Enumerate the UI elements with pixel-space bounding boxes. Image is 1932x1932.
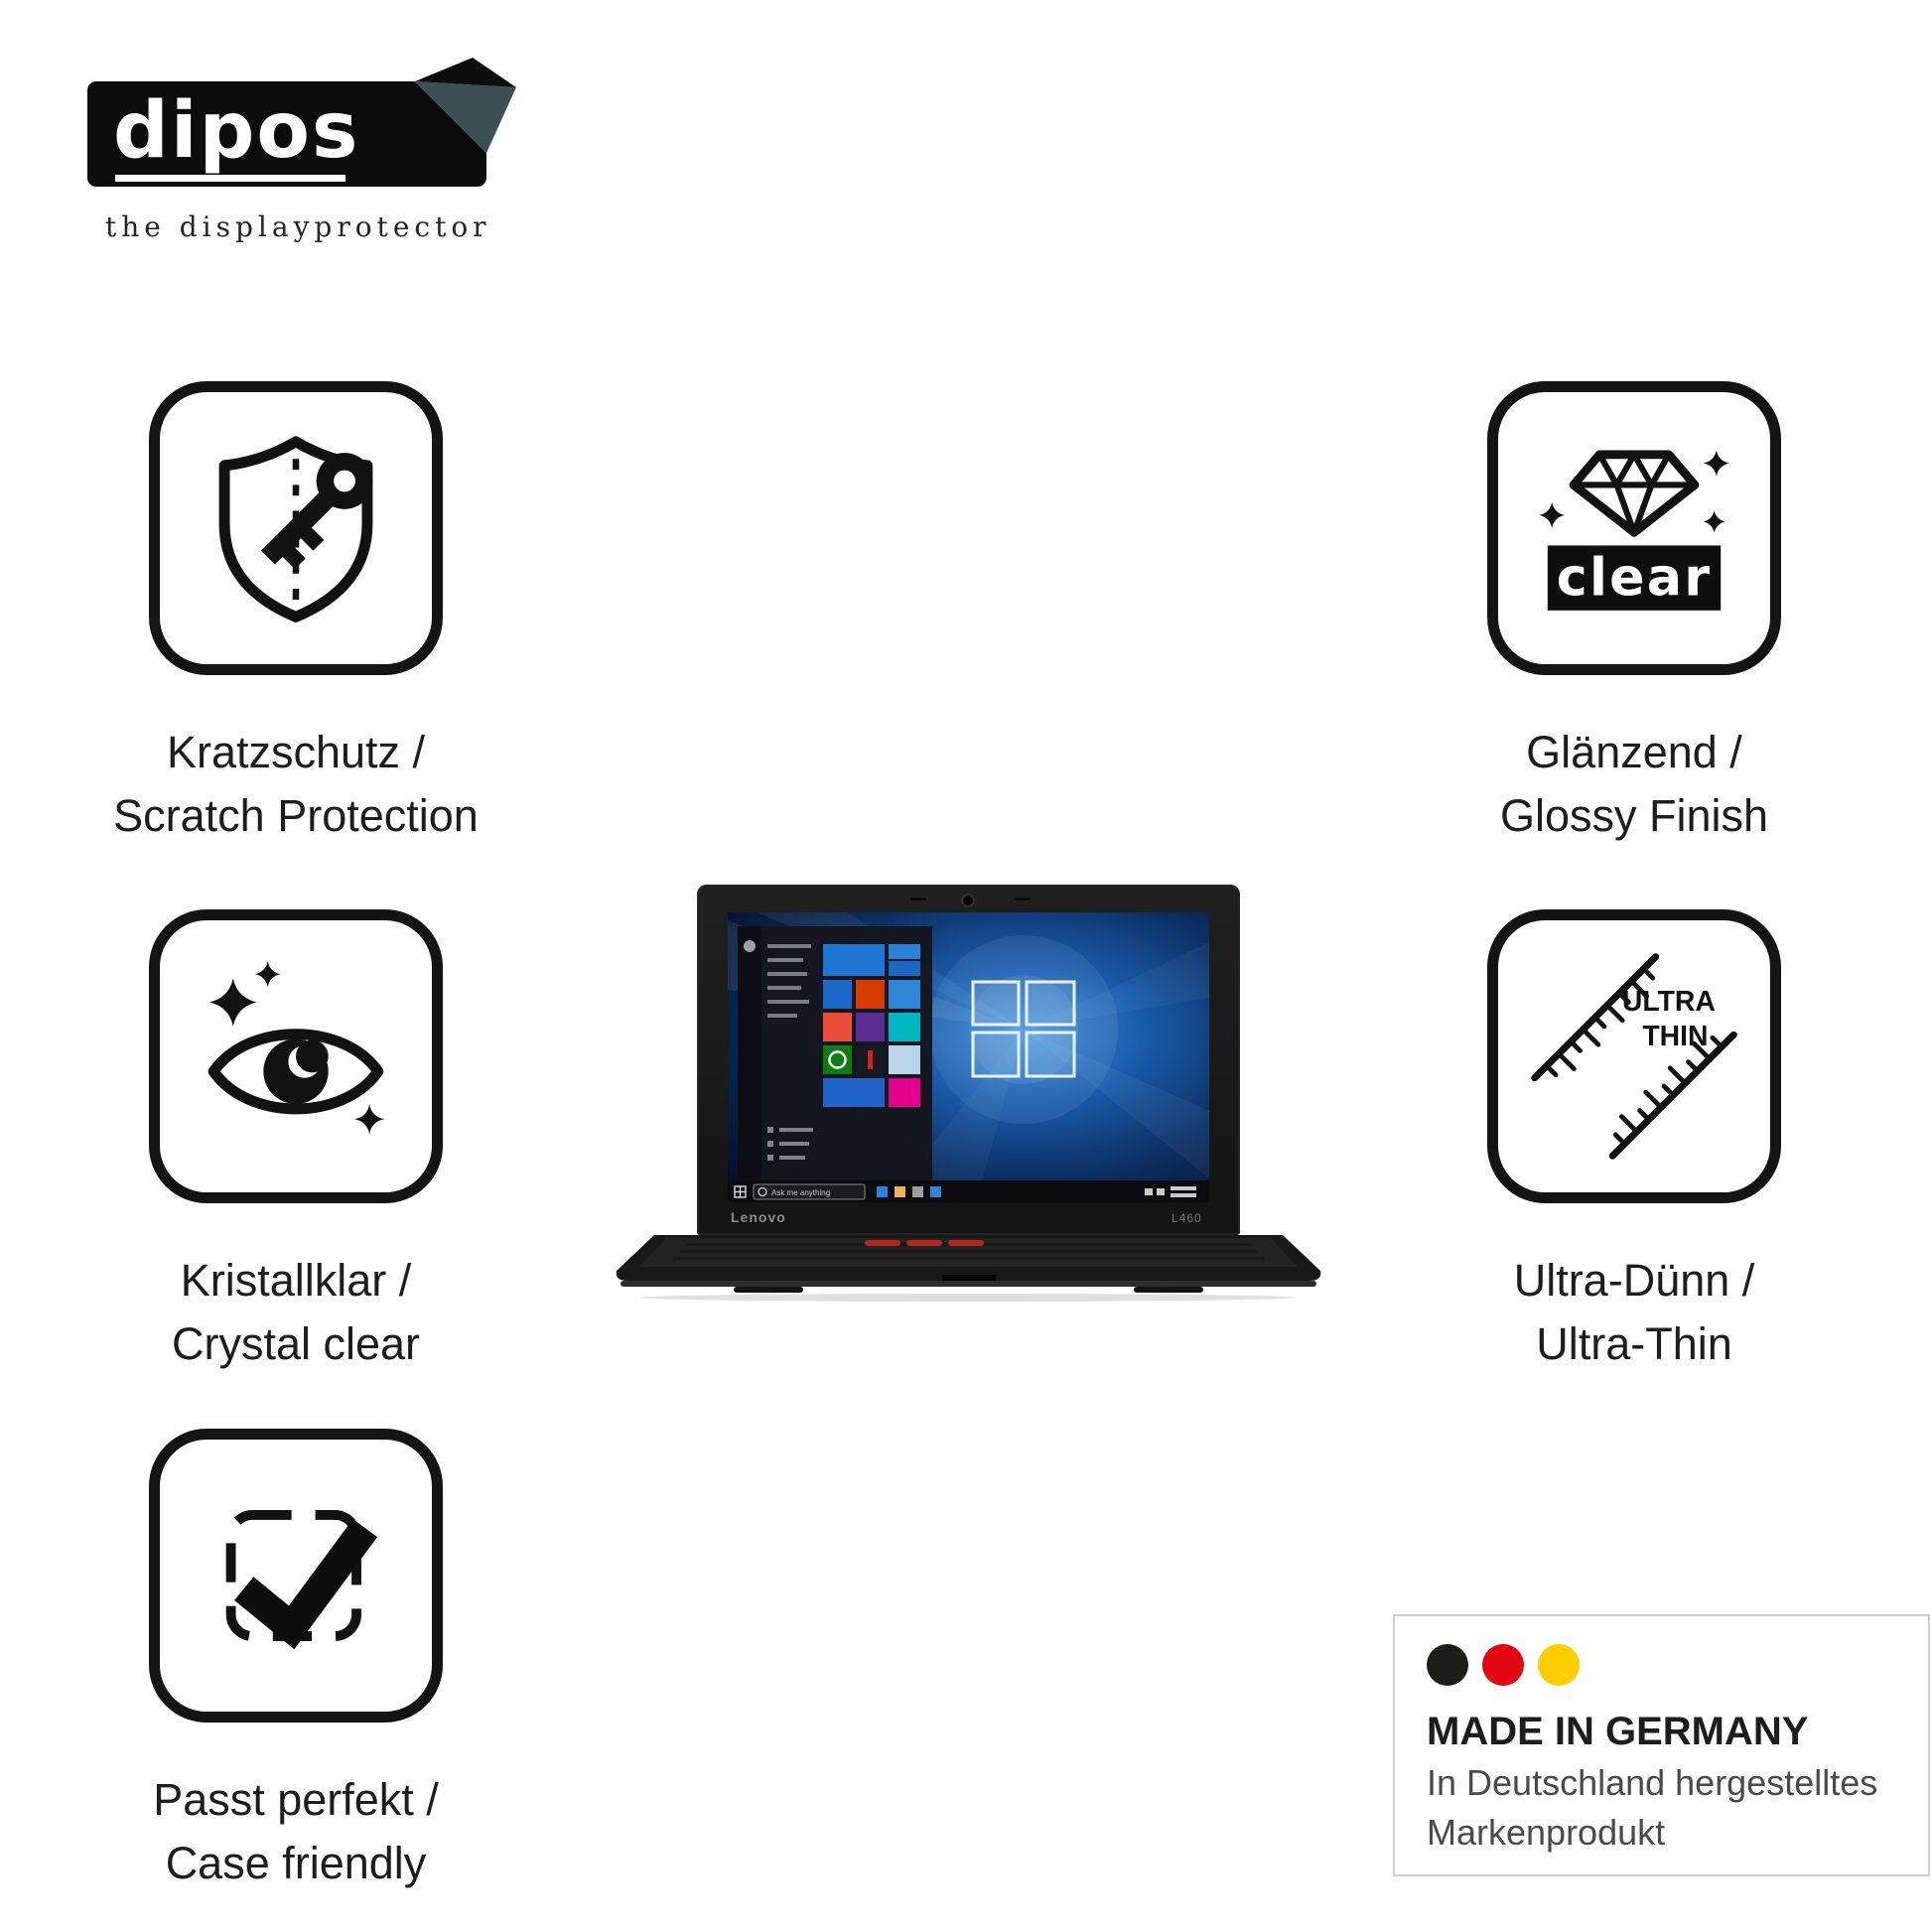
taskbar-search <box>753 1183 866 1200</box>
trackpoint-red-accents <box>865 1240 984 1246</box>
feature-label-line: Kratzschutz / <box>166 727 426 777</box>
feature-label-glossy-finish: Glänzend / Glossy Finish <box>1376 721 1892 848</box>
laptop-display: Ask me anything <box>728 912 1209 1202</box>
shield-key-icon <box>218 436 373 622</box>
made-in-title: MADE IN GERMANY <box>1427 1710 1809 1753</box>
laptop-bezel-model: L460 <box>1172 1211 1202 1225</box>
sparkle-star <box>1703 450 1729 477</box>
key-glyph <box>261 453 373 570</box>
flag-dot-gold <box>1538 1644 1580 1686</box>
windows-start-menu <box>738 926 932 1180</box>
german-flag-dots <box>1427 1644 1928 1686</box>
mic-slot <box>1015 897 1031 900</box>
feature-label-line: Ultra-Dünn / <box>1513 1255 1755 1306</box>
made-in-subtitle-1: In Deutschland hergestelltes <box>1427 1762 1878 1803</box>
ruler-word-thin: THIN <box>1642 1021 1708 1052</box>
flag-dot-red <box>1482 1644 1524 1686</box>
taskbar-search-text: Ask me anything <box>771 1188 830 1197</box>
taskbar-app-icons <box>877 1186 941 1197</box>
logo-background <box>87 81 486 187</box>
start-menu-footer <box>767 1127 813 1161</box>
feature-label-line: Case friendly <box>165 1837 427 1888</box>
ruler-ticks <box>1544 966 1725 1147</box>
feature-icon-crystal-clear <box>149 909 443 1203</box>
clear-banner <box>1547 545 1722 611</box>
diamond-clear-icon: clear <box>1539 450 1729 611</box>
logo-tagline: the displayprotector <box>105 210 491 243</box>
logo-brand-text: dipos <box>113 86 359 176</box>
mic-slot <box>910 897 926 900</box>
start-button-icon <box>734 1185 747 1198</box>
sparkle-star <box>1539 501 1566 528</box>
made-in-germany-box: MADE IN GERMANY In Deutschland hergestel… <box>1393 1614 1930 1876</box>
feature-label-ultra-thin: Ultra-Dünn / Ultra-Thin <box>1376 1249 1892 1376</box>
clear-banner-text: clear <box>1557 548 1712 609</box>
start-menu-list <box>767 944 811 1018</box>
eye-sparkle-icon <box>207 961 385 1135</box>
sparkle-star <box>208 978 257 1027</box>
feature-label-line: Ultra-Thin <box>1536 1317 1732 1369</box>
made-in-subtitle-2: Markenprodukt <box>1427 1812 1666 1853</box>
feature-icon-glossy-finish: clear <box>1487 381 1781 675</box>
feature-label-line: Glossy Finish <box>1499 789 1769 841</box>
dipos-logo: dipos <box>87 58 516 187</box>
laptop-base <box>616 1235 1321 1302</box>
laptop-screen: Ask me anything <box>697 885 1240 1235</box>
feature-label-line: Passt perfekt / <box>153 1774 439 1825</box>
windows-desktop: Ask me anything <box>728 912 1209 1202</box>
feature-icon-ultra-thin: ULTRA THIN <box>1487 909 1781 1203</box>
logo-fold-icon <box>415 81 516 153</box>
laptop-bezel-brand: Lenovo <box>731 1209 786 1225</box>
feature-label-scratch-protection: Kratzschutz / Scratch Protection <box>38 721 554 848</box>
check-frame-icon <box>225 1510 378 1650</box>
laptop-latch <box>942 1275 996 1281</box>
feature-label-crystal-clear: Kristallklar / Crystal clear <box>38 1249 554 1376</box>
webcam-icon <box>961 894 975 907</box>
windows-taskbar: Ask me anything <box>728 1180 1209 1202</box>
feature-icon-scratch-protection <box>149 381 443 675</box>
feature-label-line: Glänzend / <box>1526 727 1742 777</box>
user-avatar <box>744 940 756 952</box>
start-menu-tiles <box>823 944 920 1107</box>
laptop-image: Ask me anything <box>615 879 1322 1308</box>
sparkle-star <box>254 961 281 988</box>
feature-label-line: Scratch Protection <box>113 789 479 841</box>
checkmark-glyph <box>234 1518 378 1650</box>
ruler-ultra-thin-icon: ULTRA THIN <box>1531 953 1737 1160</box>
feature-label-line: Crystal clear <box>171 1317 421 1369</box>
feature-label-line: Kristallklar / <box>180 1255 412 1306</box>
feature-icon-case-friendly <box>149 1429 443 1723</box>
sparkle-star <box>1703 510 1725 533</box>
sparkle-star <box>353 1103 385 1135</box>
ruler-word-ultra: ULTRA <box>1622 986 1716 1018</box>
taskbar-tray <box>1145 1186 1196 1197</box>
feature-label-case-friendly: Passt perfekt / Case friendly <box>38 1768 554 1895</box>
search-icon <box>758 1186 767 1197</box>
flag-dot-black <box>1427 1644 1468 1686</box>
logo-fold-tip <box>415 58 516 87</box>
logo-underline <box>115 175 345 182</box>
windows-logo-icon <box>971 980 1076 1078</box>
